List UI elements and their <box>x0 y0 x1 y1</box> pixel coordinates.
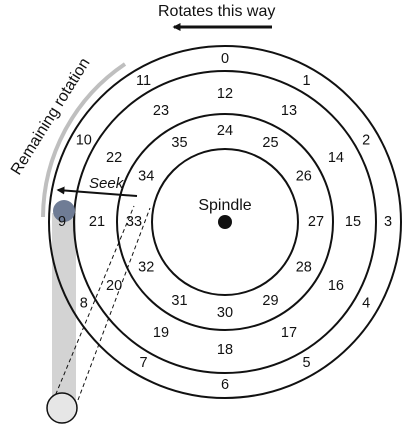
sector-number: 20 <box>106 278 122 294</box>
sector-number: 7 <box>139 355 147 371</box>
inner-track-sectors: 24 25 26 27 28 29 30 31 32 33 34 35 <box>126 123 324 321</box>
sector-number: 27 <box>308 214 324 230</box>
sector-number: 35 <box>171 135 187 151</box>
sector-number: 23 <box>153 103 169 119</box>
sector-number: 28 <box>296 260 312 276</box>
sector-number: 19 <box>153 325 169 341</box>
spindle <box>218 215 232 229</box>
sector-number: 31 <box>171 293 187 309</box>
sector-number: 25 <box>262 135 278 151</box>
seek-arrow <box>56 186 138 197</box>
sector-number: 17 <box>281 325 297 341</box>
sector-number: 8 <box>80 296 88 312</box>
sector-number: 26 <box>296 169 312 185</box>
sector-number: 13 <box>281 103 297 119</box>
sector-number: 3 <box>384 214 392 230</box>
sector-number: 6 <box>221 377 229 393</box>
sector-number: 32 <box>138 260 154 276</box>
sector-number: 18 <box>217 342 233 358</box>
sector-number: 5 <box>302 355 310 371</box>
sector-number: 24 <box>217 123 233 139</box>
sector-number: 12 <box>217 86 233 102</box>
sector-number: 30 <box>217 305 233 321</box>
inner-track-inner-edge <box>151 148 299 296</box>
seek-dash-left <box>52 205 135 402</box>
disk-head <box>53 200 75 222</box>
sector-number: 9 <box>58 214 66 230</box>
sector-number: 1 <box>302 73 310 89</box>
sector-number: 34 <box>138 169 154 185</box>
middle-track-inner-edge <box>116 113 334 331</box>
sector-number: 22 <box>106 150 122 166</box>
outer-track-ring <box>48 45 402 399</box>
remaining-rotation-arc <box>41 62 127 218</box>
sector-number: 4 <box>362 296 370 312</box>
rotation-caption: Rotates this way <box>158 3 275 20</box>
middle-track-sectors: 12 13 14 15 16 17 18 19 20 21 22 23 <box>89 86 361 358</box>
seek-label: Seek <box>89 175 125 192</box>
arm-pivot <box>46 392 78 424</box>
outer-track-inner-edge <box>73 70 377 374</box>
sector-number: 15 <box>345 214 361 230</box>
sector-number: 2 <box>362 133 370 149</box>
sector-number: 11 <box>136 73 151 89</box>
sector-number: 29 <box>262 293 278 309</box>
spindle-label: Spindle <box>198 197 251 214</box>
sector-number: 16 <box>328 278 344 294</box>
seek-dash-right <box>77 207 151 401</box>
sector-number: 0 <box>221 51 229 67</box>
sector-number: 14 <box>328 150 344 166</box>
sector-number: 21 <box>89 214 105 230</box>
sector-number: 33 <box>126 214 142 230</box>
sector-number: 10 <box>76 133 92 149</box>
